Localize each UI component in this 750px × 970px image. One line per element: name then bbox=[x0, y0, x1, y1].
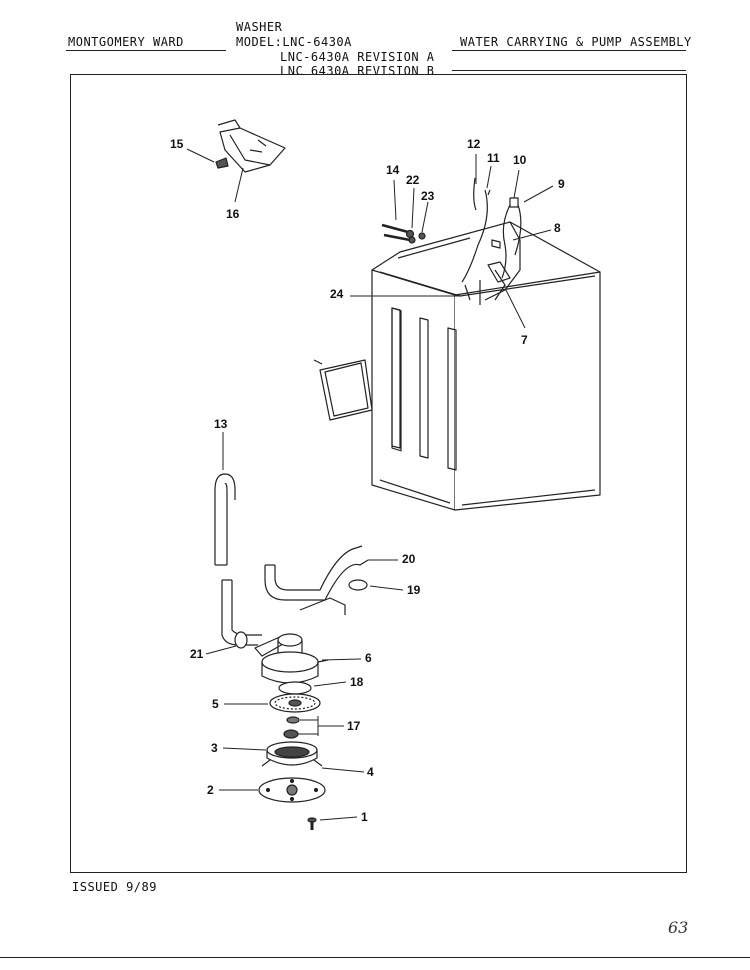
callout-13: 13 bbox=[214, 417, 228, 431]
callout-8: 8 bbox=[554, 221, 561, 235]
drain-hose-13 bbox=[214, 473, 236, 566]
bracket-16 bbox=[217, 119, 286, 173]
clamp-19 bbox=[348, 579, 368, 591]
callout-15: 15 bbox=[170, 137, 184, 151]
cabinet bbox=[371, 221, 601, 511]
page-handwritten-note: 63 bbox=[668, 918, 689, 937]
bolts bbox=[381, 223, 426, 244]
section-title: WATER CARRYING & PUMP ASSEMBLY bbox=[460, 35, 692, 49]
seals-17 bbox=[283, 716, 300, 739]
gasket-plate-2 bbox=[258, 777, 326, 803]
callout-3: 3 bbox=[211, 741, 218, 755]
callout-14: 14 bbox=[386, 163, 400, 177]
section-title-underline-2 bbox=[452, 70, 686, 71]
callout-19: 19 bbox=[407, 583, 421, 597]
section-title-underline bbox=[452, 50, 686, 51]
model-line-1: MODEL:LNC-6430A bbox=[236, 35, 352, 49]
diagram-frame bbox=[70, 74, 687, 873]
issued-label: ISSUED 9/89 bbox=[72, 880, 157, 894]
clamp-21 bbox=[234, 631, 248, 649]
bottom-rule bbox=[0, 957, 750, 958]
callout-1: 1 bbox=[361, 810, 368, 824]
screw-1 bbox=[307, 817, 317, 830]
callout-6: 6 bbox=[365, 651, 372, 665]
gear-5 bbox=[269, 693, 321, 713]
pump-hose-20 bbox=[264, 545, 369, 615]
pump-housing-6 bbox=[254, 633, 329, 684]
callout-7: 7 bbox=[521, 333, 528, 347]
callout-20: 20 bbox=[402, 552, 416, 566]
callout-22: 22 bbox=[406, 173, 420, 187]
pump-cover-3-4 bbox=[261, 741, 323, 767]
callout-4: 4 bbox=[367, 765, 374, 779]
access-panel bbox=[313, 359, 373, 421]
callout-10: 10 bbox=[513, 153, 527, 167]
impeller-18 bbox=[278, 681, 312, 695]
callout-23: 23 bbox=[421, 189, 435, 203]
callout-9: 9 bbox=[558, 177, 565, 191]
brand-underline bbox=[66, 50, 226, 51]
callout-18: 18 bbox=[350, 675, 364, 689]
screw-15 bbox=[215, 157, 229, 169]
brand-label: MONTGOMERY WARD bbox=[68, 35, 184, 49]
product-label: WASHER bbox=[236, 20, 283, 34]
callout-16: 16 bbox=[226, 207, 240, 221]
inlet-hoses bbox=[461, 177, 522, 283]
model-line-2: LNC-6430A REVISION A bbox=[280, 50, 435, 64]
callout-21: 21 bbox=[190, 647, 204, 661]
callout-5: 5 bbox=[212, 697, 219, 711]
callout-17: 17 bbox=[347, 719, 361, 733]
callout-12: 12 bbox=[467, 137, 481, 151]
callout-11: 11 bbox=[487, 151, 500, 165]
callout-24: 24 bbox=[330, 287, 344, 301]
callout-2: 2 bbox=[207, 783, 214, 797]
